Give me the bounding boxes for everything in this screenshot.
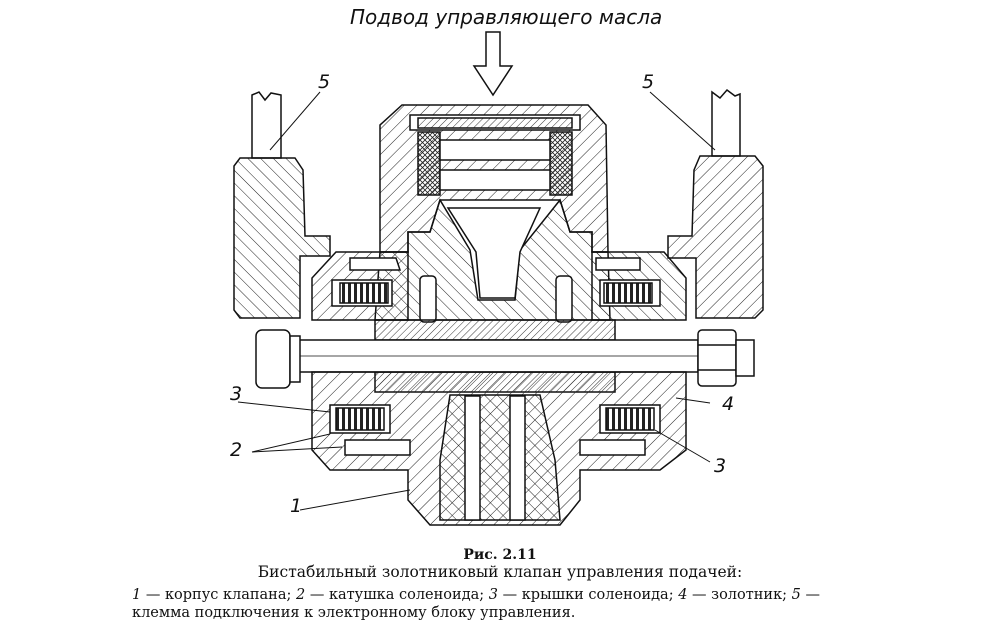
legend-dash: — — [502, 587, 518, 603]
right-terminal — [667, 88, 764, 319]
legend-text-5: клемма подключения к электронному блоку … — [132, 605, 576, 621]
callout-2: 2 — [230, 439, 242, 461]
legend-text-1: корпус клапана; — [164, 587, 292, 603]
oil-inlet-label: Подвод управляющего масла — [350, 5, 662, 29]
nut-right — [697, 329, 755, 387]
callout-5-right: 5 — [642, 71, 654, 93]
oil-inlet-arrow — [472, 31, 514, 97]
legend-num-3: 3 — [488, 587, 498, 603]
legend-text-4: золотник; — [711, 587, 788, 603]
callout-1: 1 — [290, 495, 302, 517]
left-terminal — [233, 91, 331, 319]
legend-dash: — — [309, 587, 325, 603]
valve-cross-section-drawing: Подвод управляющего масла — [230, 5, 764, 526]
legend-dash: — — [145, 587, 161, 603]
figure-title: Бистабильный золотниковый клапан управле… — [257, 563, 743, 581]
callout-3-right: 3 — [714, 455, 726, 477]
figure-legend: 1 — корпус клапана; 2 — катушка соленоид… — [132, 586, 872, 622]
legend-dash: — — [805, 587, 821, 603]
legend-text-3: крышки соленоида; — [521, 587, 674, 603]
legend-num-5: 5 — [791, 587, 801, 603]
callout-3-left: 3 — [230, 383, 242, 405]
right-lower-solenoid — [579, 404, 661, 456]
right-upper-solenoid — [591, 251, 687, 321]
legend-text-2: катушка соленоида; — [328, 587, 485, 603]
left-lower-solenoid — [329, 404, 411, 456]
leader-lines — [237, 91, 716, 511]
legend-num-1: 1 — [132, 587, 142, 603]
legend-num-2: 2 — [295, 587, 306, 603]
legend-num-4: 4 — [678, 587, 688, 603]
bolt-head-left — [255, 329, 301, 389]
left-upper-solenoid — [311, 251, 409, 321]
valve-body-upper — [374, 198, 611, 323]
callout-4: 4 — [722, 393, 734, 415]
legend-dash: — — [692, 587, 707, 603]
callout-5-left: 5 — [318, 71, 330, 93]
figure-number: Рис. 2.11 — [463, 547, 537, 563]
valve-body-lower — [311, 371, 687, 526]
